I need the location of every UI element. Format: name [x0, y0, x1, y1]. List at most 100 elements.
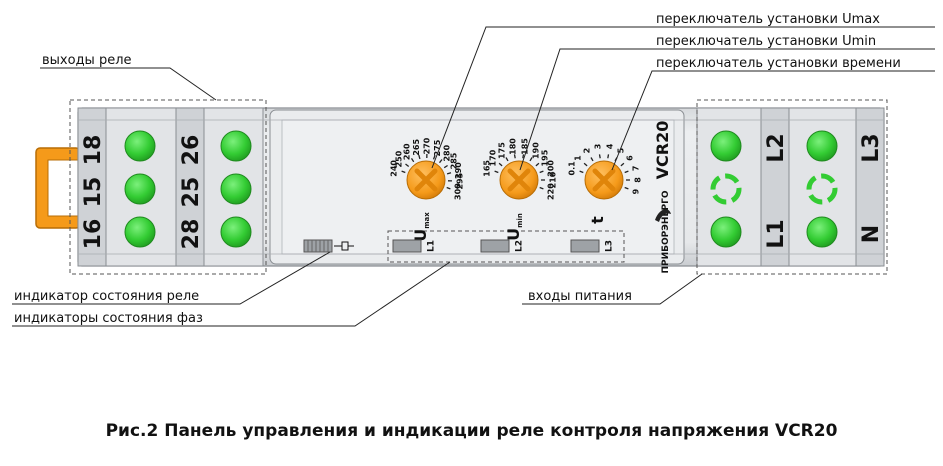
mounting-bracket [35, 147, 81, 229]
umin-scale-label: 185 [520, 138, 529, 155]
label-umax-switch: переключатель установки Umax [656, 12, 880, 27]
time-scale-label: 8 [634, 177, 643, 183]
callout-lines [12, 26, 935, 327]
time-scale-tick [624, 170, 629, 174]
umax-scale-label: 240 [390, 160, 399, 177]
umax-scale-label: 295 [456, 172, 465, 189]
maker-logo-icon [655, 209, 671, 222]
terminal-screw [220, 173, 252, 205]
umin-scale-label: 190 [532, 142, 541, 159]
dial-symbols: Umax Umin t [411, 212, 607, 242]
umax-scale-tick [438, 159, 443, 164]
maker-label: ПРИБОРЭНЕРГО [661, 190, 671, 273]
umax-scale-label: 290 [454, 162, 463, 179]
phase-led-L3: L3 [570, 239, 615, 253]
label-phase-indicators: индикаторы состояния фаз [14, 311, 203, 326]
label-time-switch: переключатель установки времени [656, 56, 901, 71]
umin-scale-label: 220 [546, 183, 555, 200]
terminal-25: 25 [179, 177, 204, 208]
terminal-L2: L2 [764, 133, 789, 162]
time-scale-tick [624, 186, 629, 190]
time-scale-label: 0.1 [568, 161, 577, 176]
umax-scale-label: 275 [433, 139, 442, 156]
umin-scale-tick [522, 154, 525, 159]
umax-scale-label: 260 [403, 143, 412, 160]
umax-scale-tick [446, 172, 452, 175]
umax-scale-tick [401, 170, 406, 174]
terminal-28: 28 [179, 219, 204, 250]
terminal-screw [710, 130, 742, 162]
terminal-L3: L3 [859, 133, 884, 162]
relay-status-led [303, 239, 354, 253]
time-symbol: t [588, 216, 607, 224]
terminal-screw [124, 173, 156, 205]
phase-leds: L1 L2 L3 [392, 239, 615, 253]
brand-block: VCR20 ПРИБОРЭНЕРГО [653, 121, 672, 274]
time-knob-slot-icon [592, 168, 616, 192]
umin-scale-label: 195 [541, 149, 550, 166]
umin-scale-label: 175 [498, 142, 507, 159]
time-scale-label: 2 [583, 148, 592, 154]
label-power-inputs: входы питания [528, 289, 632, 304]
umax-scale-tick [405, 163, 410, 168]
time-scale-label: 1 [574, 155, 583, 161]
terminal-screws-left [124, 130, 252, 248]
umin-scale-tick [498, 162, 503, 167]
figure-caption: Рис.2 Панель управления и индикации реле… [105, 421, 838, 441]
relay-contact-icon [334, 241, 354, 251]
umax-scale-label: 270 [423, 137, 432, 154]
umax-symbol: Umax [411, 212, 431, 242]
time-scale-label: 7 [631, 166, 640, 172]
umax-scale-label: 265 [412, 139, 421, 156]
callout-labels: выходы реле переключатель установки Umax… [14, 12, 901, 326]
time-scale-label: 4 [605, 143, 614, 149]
dashed-groups [69, 99, 888, 275]
terminal-N: N [859, 225, 884, 243]
model-label: VCR20 [653, 121, 672, 180]
terminal-screw [806, 130, 838, 162]
terminal-empty [806, 173, 838, 205]
umin-scale-label: 200 [546, 160, 555, 177]
terminal-labels-left: 18 15 16 26 25 28 [81, 135, 204, 250]
time-scale-label: 5 [617, 147, 626, 153]
label-relay-indicator: индикатор состояния реле [14, 289, 199, 304]
terminal-empty [710, 173, 742, 205]
umax-scale-label: 300 [453, 183, 462, 200]
umin-knob-slot-icon [507, 168, 531, 192]
time-scale-label: 6 [626, 155, 635, 161]
umax-scale-tick [446, 186, 451, 190]
umax-scale-tick [410, 158, 415, 163]
terminal-15: 15 [81, 177, 106, 208]
terminal-18: 18 [81, 135, 106, 166]
time-scale-label: 9 [631, 188, 640, 194]
time-scale-tick [579, 170, 584, 174]
umin-scale-tick [539, 186, 544, 190]
umin-scale-label: 165 [483, 160, 492, 177]
umax-scale-label: 280 [442, 144, 451, 161]
umin-scale-tick [535, 162, 540, 167]
terminal-screw [220, 130, 252, 162]
terminal-screw [710, 216, 742, 248]
time-scale-tick [607, 154, 610, 159]
umin-scale-tick [505, 157, 509, 162]
terminal-16: 16 [81, 219, 106, 250]
svg-text:L1: L1 [427, 240, 437, 252]
umax-scale-tick [418, 154, 421, 160]
umax-knob-slot-icon [414, 168, 438, 192]
time-scale-tick [620, 162, 625, 167]
svg-text:L3: L3 [605, 240, 615, 252]
umax-scale-label: 285 [450, 152, 459, 169]
umax-scale-tick [443, 164, 448, 169]
terminal-screw [124, 130, 156, 162]
umin-scale-tick [529, 157, 533, 162]
terminal-screws-right [710, 130, 838, 248]
terminal-screw [124, 216, 156, 248]
terminal-labels-right: L2 L1 L3 N [764, 133, 884, 248]
terminal-screw [806, 216, 838, 248]
umax-scale-label: 250 [395, 150, 404, 167]
terminal-26: 26 [179, 135, 204, 166]
